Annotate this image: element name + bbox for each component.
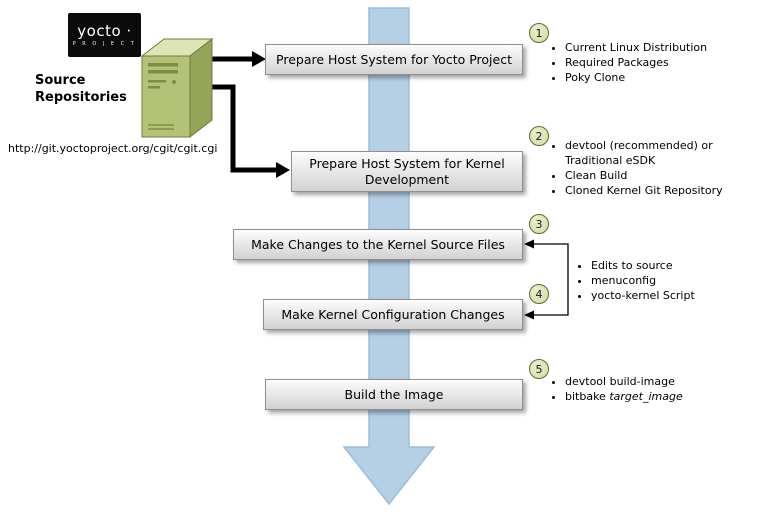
notes-steps-3-4: Edits to source menuconfig yocto-kernel … — [578, 258, 743, 303]
source-repositories-label: Source Repositories — [35, 73, 127, 105]
notes-step5: devtool build-image bitbake target_image — [552, 374, 737, 404]
box-prepare-host-kernel: Prepare Host System for Kernel Developme… — [291, 151, 523, 192]
note-item: Clean Build — [565, 168, 737, 183]
repo-url-text: http://git.yoctoproject.org/cgit/cgit.cg… — [8, 142, 218, 155]
step-badge-5: 5 — [529, 359, 549, 379]
box-build-the-image: Build the Image — [265, 379, 523, 410]
step-badge-4: 4 — [529, 284, 549, 304]
note-item: devtool build-image — [565, 374, 737, 389]
bracket-arrow-box3-icon — [524, 239, 534, 249]
note-item: bitbake target_image — [565, 389, 737, 404]
note-item: menuconfig — [591, 273, 743, 288]
box-make-kernel-source-changes: Make Changes to the Kernel Source Files — [233, 229, 523, 260]
notes-step1: Current Linux Distribution Required Pack… — [552, 40, 757, 85]
note-item: devtool (recommended) or Traditional eSD… — [565, 138, 715, 168]
arrow-to-box2-head-icon — [276, 162, 290, 178]
arrow-to-box2-shaft — [208, 84, 277, 173]
bracket-3-4-line — [532, 243, 569, 316]
step-badge-1: 1 — [529, 23, 549, 43]
notes-step2: devtool (recommended) or Traditional eSD… — [552, 138, 737, 198]
computer-tower-icon — [140, 37, 214, 139]
arrow-to-box1-head-icon — [252, 51, 266, 67]
bracket-arrow-box4-icon — [524, 310, 534, 320]
step-badge-2: 2 — [529, 126, 549, 146]
yocto-logo: yocto · P R O J E C T — [68, 13, 141, 57]
box-prepare-host-yocto: Prepare Host System for Yocto Project — [265, 44, 523, 75]
note-item: Required Packages — [565, 55, 757, 70]
note-item: Poky Clone — [565, 70, 757, 85]
yocto-logo-brand: yocto · — [77, 22, 132, 40]
note-item: Current Linux Distribution — [565, 40, 757, 55]
box-make-kernel-config-changes: Make Kernel Configuration Changes — [263, 299, 523, 330]
note-item: Edits to source — [591, 258, 743, 273]
yocto-logo-subtitle: P R O J E C T — [72, 41, 137, 47]
note-item: yocto-kernel Script — [591, 288, 743, 303]
step-badge-3: 3 — [529, 214, 549, 234]
note-item: Cloned Kernel Git Repository — [565, 183, 737, 198]
